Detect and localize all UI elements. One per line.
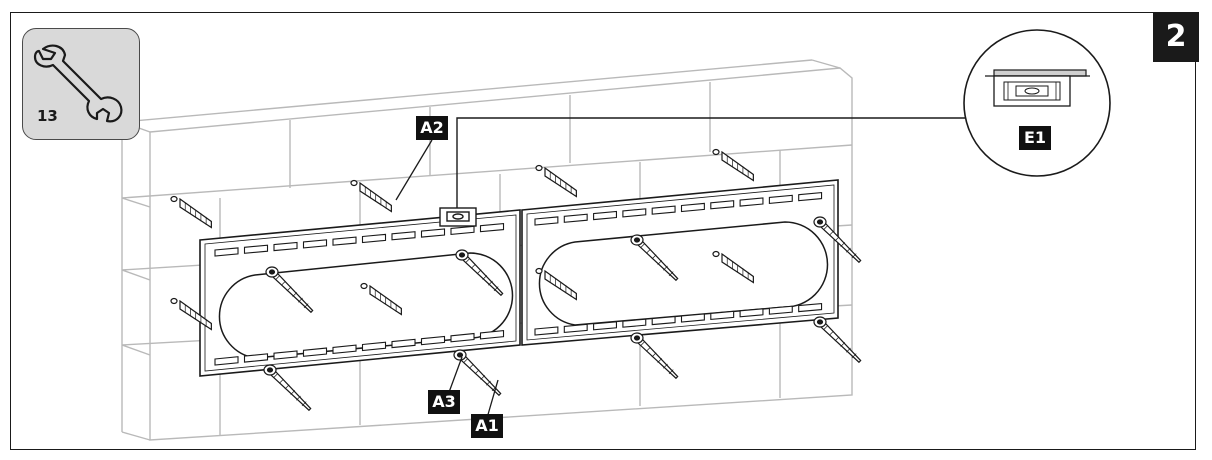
mounting-slot [361,233,387,244]
label-a2: A2 [416,116,448,140]
spirit-level [439,207,477,227]
mounting-slot [622,208,647,218]
mounting-slot [214,247,239,257]
mounting-slot [302,239,328,249]
mounting-slot [593,321,618,331]
mounting-slot [534,216,559,226]
mounting-slot [361,341,387,352]
mounting-slot [680,202,705,213]
mounting-slot [450,332,475,343]
mounting-slot [798,302,823,313]
mounting-slot [710,200,735,210]
level-magnifier [963,29,1111,177]
label-e1: E1 [1019,126,1051,150]
screw [453,349,502,397]
mounting-slot [450,225,475,236]
mounting-slot [593,210,618,221]
mounting-slot [214,356,239,366]
mounting-slot [332,344,357,355]
label-a1: A1 [471,414,503,438]
mounting-slot [768,194,793,205]
wrench-icon [33,44,123,123]
wall-anchor [360,282,402,316]
mounting-slot [420,228,446,238]
mounting-slot [243,244,269,254]
mounting-slot [680,313,705,323]
screw [263,364,312,412]
tool-badge: 13 [22,28,140,140]
mounting-slot [798,191,823,202]
mounting-slot [622,318,647,328]
mounting-slot [739,308,764,318]
screw [265,266,314,314]
mounting-slot [710,310,735,321]
wall-anchor [712,250,754,284]
mounting-slot [479,222,505,233]
mounting-slot [739,197,764,207]
wall-anchor [712,148,754,182]
mounting-slot [420,335,446,346]
level-callout [456,117,968,208]
mounting-slot [391,338,416,349]
mounting-slot [273,350,298,360]
mounting-slot [273,241,298,252]
mounting-slot [768,305,793,315]
wall-anchor [350,179,392,213]
screw [630,332,679,380]
mounting-slot [563,213,588,223]
screw [813,216,862,264]
wall-anchor [170,297,212,331]
wall-anchor [170,195,212,229]
step-number-badge: 2 [1153,12,1199,62]
mounting-slot [479,330,505,340]
mounting-slot [332,236,357,246]
bracket-plate-right [521,179,839,346]
mounting-slot [534,326,559,336]
mounting-slot [391,231,416,241]
screw [455,249,504,297]
screw [630,234,679,282]
wrench-size: 13 [37,107,58,125]
screws-and-anchors [170,148,862,412]
wall-anchor [535,267,577,301]
mounting-slot [243,353,269,363]
mounting-slot [651,205,676,215]
label-leaders [395,139,499,419]
mounting-slot [563,323,588,334]
mounting-slot [651,315,676,326]
mounting-slot [302,347,328,357]
bracket-slots [214,191,823,366]
label-a3: A3 [428,390,460,414]
wall-anchor [535,164,577,198]
screw [813,316,862,364]
